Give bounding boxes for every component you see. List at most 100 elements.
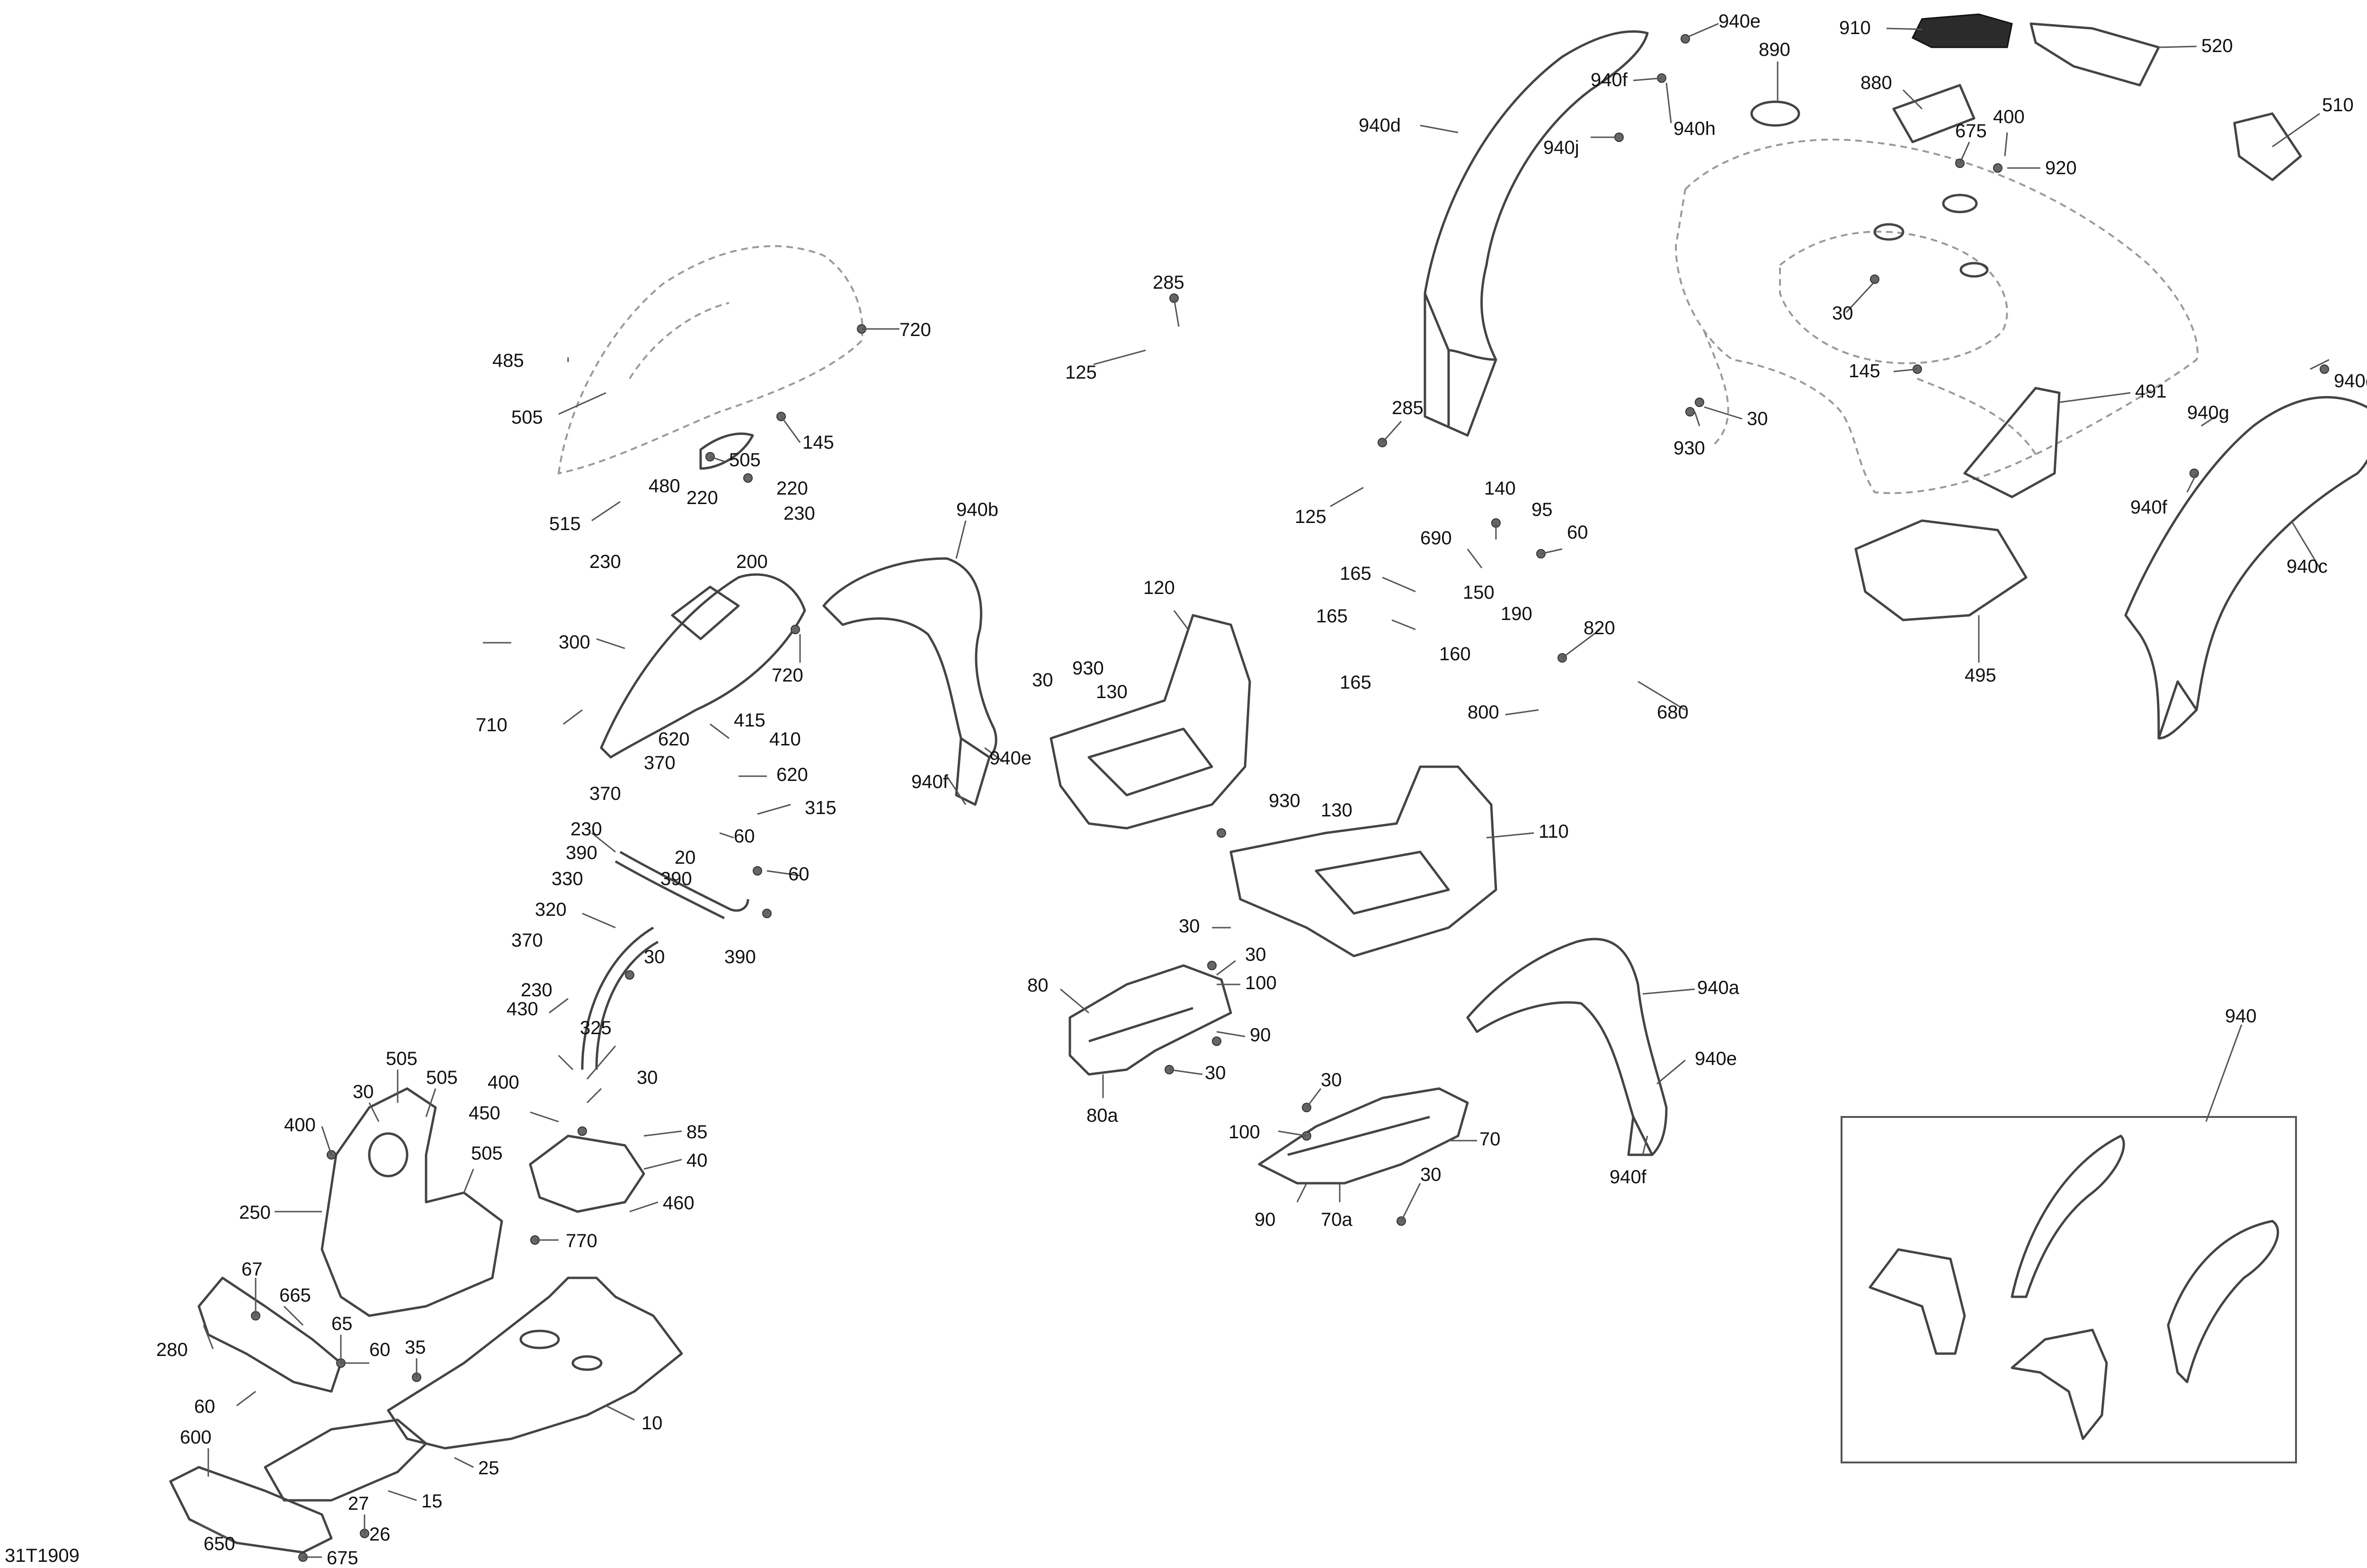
panel-491: [1963, 387, 2061, 498]
callout-920: 920: [2045, 158, 2077, 178]
callout-940j: 940j: [1543, 137, 1579, 158]
callout-60-d: 60: [369, 1339, 391, 1360]
callout-390-b: 390: [660, 868, 692, 889]
callout-125-a: 125: [1065, 362, 1097, 383]
panel-70: [1258, 1087, 1469, 1185]
callout-515: 515: [549, 514, 581, 534]
callout-491: 491: [2135, 381, 2167, 402]
callout-220-b: 220: [776, 478, 808, 499]
support-330: [614, 850, 749, 920]
callout-27: 27: [348, 1493, 369, 1514]
callout-940c: 940c: [2287, 556, 2328, 577]
callout-650: 650: [204, 1533, 235, 1554]
callout-675-b: 675: [327, 1548, 358, 1568]
cap-890: [1750, 100, 1800, 127]
callout-450: 450: [469, 1103, 500, 1124]
light-520: [2029, 22, 2160, 87]
callout-100-a: 100: [1245, 973, 1277, 993]
callout-505-b: 505: [729, 450, 761, 470]
callout-600: 600: [180, 1427, 212, 1448]
callout-60-c: 60: [788, 864, 810, 885]
callout-505-c: 505: [386, 1048, 418, 1069]
callout-230-d: 230: [521, 980, 552, 1001]
skid-plate-10: [387, 1276, 683, 1450]
callout-120: 120: [1143, 577, 1175, 598]
callout-315: 315: [805, 797, 836, 818]
callout-430: 430: [507, 999, 538, 1019]
storage-495: [1854, 519, 2028, 621]
support-320: [581, 926, 659, 1070]
callout-940e-b: 940e: [1695, 1048, 1737, 1069]
bumper-280: [197, 1276, 342, 1393]
callout-690: 690: [1420, 528, 1452, 549]
callout-720-a: 720: [899, 319, 931, 340]
kit-label-940: 940: [2225, 1006, 2257, 1027]
callout-940h: 940h: [1673, 118, 1716, 139]
callout-30-c: 30: [1032, 670, 1053, 691]
callout-940f-top: 940f: [1591, 70, 1628, 90]
callout-30-e: 30: [644, 947, 665, 967]
callout-505-d: 505: [426, 1067, 458, 1088]
callout-940e-r: 940e: [2334, 371, 2367, 391]
callout-910: 910: [1839, 18, 1871, 38]
callout-370-a: 370: [644, 753, 676, 773]
callout-130-a: 130: [1096, 682, 1128, 702]
callout-285-a: 285: [1153, 272, 1184, 293]
callout-800: 800: [1468, 702, 1499, 723]
callout-325: 325: [580, 1018, 612, 1038]
callout-320: 320: [535, 899, 567, 920]
callout-495: 495: [1965, 665, 1996, 686]
callout-145-a: 145: [1849, 361, 1880, 381]
callout-940f-r: 940f: [2130, 497, 2168, 518]
callout-930-c: 930: [1269, 790, 1300, 811]
cover-880: [1892, 84, 1975, 143]
fender-940c: [2124, 396, 2367, 740]
callout-940e-m: 940e: [989, 748, 1032, 769]
callout-400-c: 400: [284, 1115, 316, 1135]
callout-520: 520: [2201, 35, 2233, 56]
callout-940e-top: 940e: [1718, 11, 1761, 32]
callout-165-c: 165: [1340, 672, 1371, 693]
callout-90-a: 90: [1250, 1025, 1271, 1045]
callout-220-a: 220: [686, 487, 718, 508]
callout-675-top: 675: [1955, 121, 1987, 142]
callout-10: 10: [641, 1413, 663, 1434]
callout-130-b: 130: [1321, 800, 1353, 821]
callout-230-a: 230: [783, 503, 815, 524]
callout-145-b: 145: [802, 432, 834, 453]
callout-30-h: 30: [1205, 1063, 1226, 1083]
callout-940a: 940a: [1697, 977, 1740, 998]
bumper-650: [169, 1466, 333, 1554]
fender-940b: [822, 557, 997, 806]
callout-160: 160: [1439, 644, 1471, 664]
callout-40: 40: [686, 1150, 708, 1171]
callout-720-b: 720: [772, 665, 803, 686]
callout-890: 890: [1759, 39, 1790, 60]
callout-940b: 940b: [956, 499, 998, 520]
kit-940-fenders: [1869, 1134, 2279, 1440]
callout-200: 200: [736, 551, 768, 572]
callout-680: 680: [1657, 702, 1689, 723]
callout-400-b: 400: [488, 1072, 519, 1093]
callout-390-a: 390: [566, 842, 597, 863]
callout-390-c: 390: [724, 947, 756, 967]
callout-65: 65: [331, 1313, 353, 1334]
callout-165-b: 165: [1316, 606, 1348, 627]
fascia-250: [320, 1087, 503, 1317]
callout-620-a: 620: [658, 729, 690, 750]
kit-940-box: [1841, 1116, 2297, 1463]
callout-60-b: 60: [734, 826, 755, 847]
pad-910: [1911, 13, 2013, 48]
callout-30-k: 30: [353, 1081, 374, 1102]
callout-280: 280: [156, 1339, 188, 1360]
callout-510: 510: [2322, 95, 2354, 115]
diagram-reference-code: 31T1909: [5, 1545, 80, 1566]
callout-165-a: 165: [1340, 563, 1371, 584]
callout-80a: 80a: [1086, 1105, 1118, 1126]
callout-410: 410: [769, 729, 801, 750]
callout-665: 665: [279, 1285, 311, 1306]
callout-30-d: 30: [1179, 916, 1200, 937]
callout-60-e: 60: [194, 1396, 215, 1417]
callout-370-b: 370: [589, 783, 621, 804]
